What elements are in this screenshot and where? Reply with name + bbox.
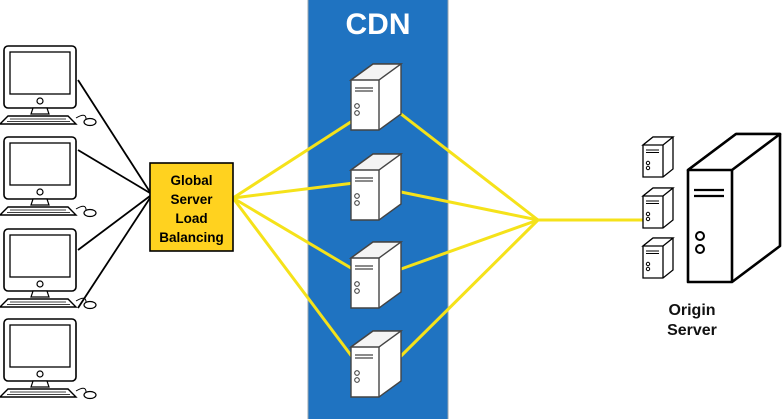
cdn-server-4: [350, 330, 402, 398]
cdn-server-1: [350, 63, 402, 131]
cdn-server-2: [350, 153, 402, 221]
client-computer-2: [0, 136, 97, 218]
origin-label-line-2: Server: [667, 322, 717, 339]
gslb-box: [149, 162, 234, 252]
origin-server-tower-icon: [686, 132, 782, 284]
cdn-title: CDN: [346, 8, 411, 41]
gslb-label-line-3: Load: [175, 211, 207, 226]
gslb-label-line-2: Server: [170, 192, 213, 207]
cdn-network-links: [231, 112, 645, 364]
origin-label-line-1: Origin: [668, 302, 715, 319]
origin-small-server-3: [642, 237, 674, 279]
origin-small-server-1: [642, 136, 674, 178]
origin-small-server-2: [642, 187, 674, 229]
client-computer-3: [0, 228, 97, 310]
cdn-server-3: [350, 241, 402, 309]
gslb-label-line-4: Balancing: [159, 230, 224, 245]
client-connection-lines: [77, 79, 151, 309]
gslb-label-line-1: Global: [170, 173, 212, 188]
client-computer-4: [0, 318, 97, 400]
